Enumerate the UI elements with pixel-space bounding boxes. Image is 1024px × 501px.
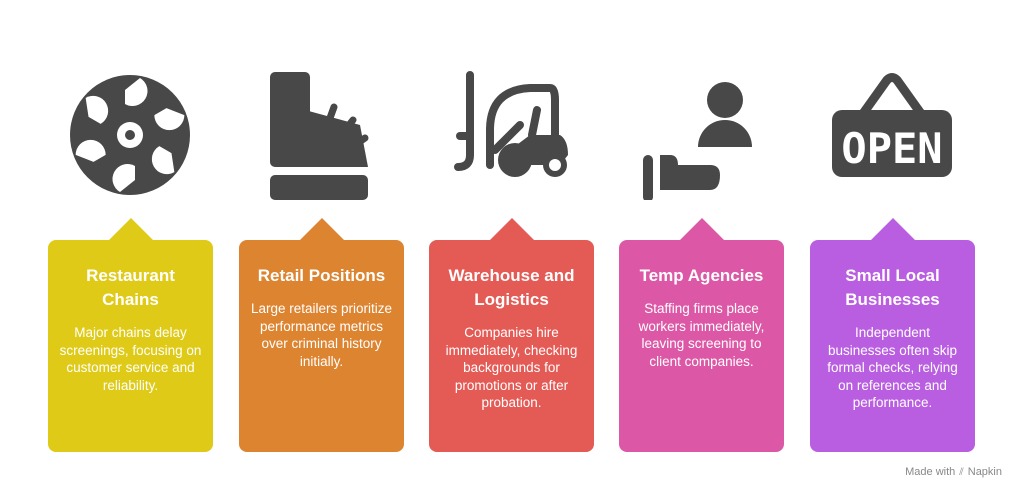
open-sign-icon: OPEN xyxy=(827,70,957,200)
card-text: Major chains delay screenings, focusing … xyxy=(59,325,202,393)
card-temp-agencies: Temp Agencies Staffing firms place worke… xyxy=(619,218,784,452)
card-title: Temp Agencies xyxy=(639,266,764,285)
cash-register-icon xyxy=(260,70,390,200)
card-title: Small Local Businesses xyxy=(845,266,940,309)
card-title: Retail Positions xyxy=(257,266,386,285)
person-hand-icon xyxy=(640,70,770,202)
card-text: Staffing firms place workers immediately… xyxy=(638,301,765,369)
napkin-logo-icon: ⫽ xyxy=(959,466,964,478)
card-title: Warehouse and Logistics xyxy=(448,266,575,309)
napkin-watermark[interactable]: Made with ⫽ Napkin xyxy=(905,466,1002,478)
card-retail-positions: Retail Positions Large retailers priorit… xyxy=(239,218,404,452)
film-reel-icon xyxy=(65,70,195,200)
card-warehouse-logistics: Warehouse and Logistics Companies hire i… xyxy=(429,218,594,452)
card-text: Independent businesses often skip formal… xyxy=(827,325,958,410)
open-sign-text: OPEN xyxy=(841,124,942,173)
card-text: Companies hire immediately, checking bac… xyxy=(445,325,578,410)
footer-prefix: Made with xyxy=(905,466,956,478)
card-text: Large retailers prioritize performance m… xyxy=(250,301,393,369)
forklift-icon xyxy=(450,70,580,200)
footer-brand: Napkin xyxy=(967,466,1002,478)
card-restaurant-chains: Restaurant Chains Major chains delay scr… xyxy=(48,218,213,452)
card-small-local-businesses: Small Local Businesses Independent busin… xyxy=(810,218,975,452)
card-title: Restaurant Chains xyxy=(86,266,175,309)
